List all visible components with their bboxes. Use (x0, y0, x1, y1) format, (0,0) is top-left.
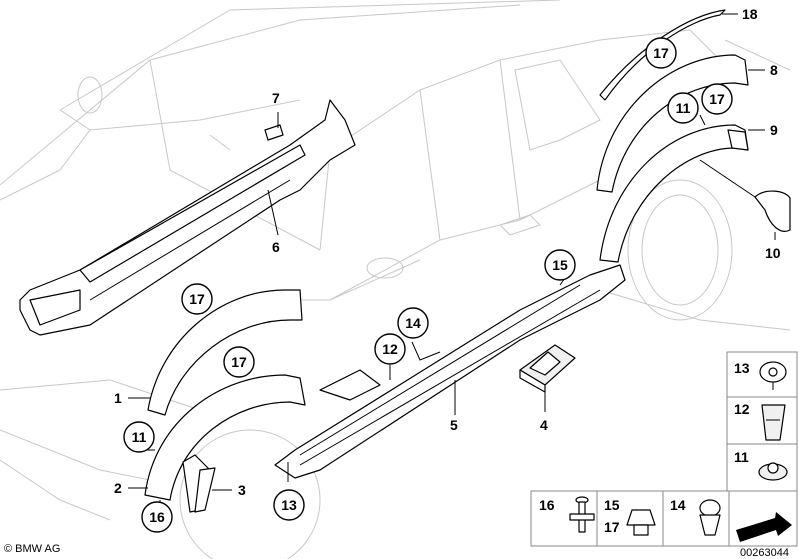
svg-text:15: 15 (552, 257, 568, 273)
svg-text:17: 17 (231, 354, 247, 370)
part-9-rear-arch-trim (599, 124, 749, 263)
legend-bottom-row: 16 15 17 14 (530, 490, 798, 547)
circle-callout-17-rear-top: 17 (645, 37, 677, 69)
legend-14: 14 (670, 497, 686, 513)
callout-4: 4 (540, 417, 548, 433)
legend-17: 17 (604, 519, 620, 535)
legend-15: 15 (604, 497, 620, 513)
callout-6: 6 (272, 239, 280, 255)
part-10-mudflap (754, 190, 791, 232)
circle-callout-11-rear: 11 (667, 92, 699, 124)
circle-callout-14: 14 (397, 307, 429, 339)
callout-3: 3 (238, 482, 246, 498)
legend-16: 16 (539, 497, 555, 513)
leader-10a (699, 159, 756, 198)
circle-callout-17-front-top: 17 (181, 283, 213, 315)
svg-text:14: 14 (405, 315, 421, 331)
screw-16-icon (569, 496, 595, 533)
callout-18: 18 (742, 6, 758, 22)
svg-text:11: 11 (676, 100, 691, 116)
part-6-sill-reinforcement (19, 99, 356, 336)
legend-13: 13 (734, 360, 750, 376)
callout-1: 1 (114, 390, 122, 406)
clip-13-icon (759, 361, 787, 390)
part-1-front-arch-trim (147, 289, 303, 416)
clip-12-icon (761, 404, 786, 441)
leader-14 (411, 341, 441, 361)
clip-15-17-icon (626, 509, 656, 536)
legend-12: 12 (734, 401, 750, 417)
svg-text:17: 17 (709, 91, 725, 107)
circle-callout-13: 13 (273, 489, 305, 521)
part-4-jack-pad (519, 344, 576, 393)
circle-callout-15: 15 (544, 249, 576, 281)
part-18-strip (599, 9, 726, 101)
circle-callout-17-front-mid: 17 (223, 346, 255, 378)
direction-arrow-icon (736, 512, 792, 542)
svg-text:17: 17 (653, 45, 669, 61)
callout-2: 2 (114, 480, 122, 496)
callout-7: 7 (272, 90, 280, 106)
svg-text:17: 17 (189, 291, 205, 307)
clip-11-icon (758, 462, 788, 481)
callout-10: 10 (765, 245, 781, 261)
clip-14-icon (699, 499, 721, 536)
leader-6 (267, 189, 279, 236)
legend-right-column: 13 12 11 (726, 351, 798, 492)
copyright-text: © BMW AG (4, 543, 60, 555)
drawing-number: 00263044 (740, 547, 789, 559)
part-2-front-arch-trim (144, 374, 306, 501)
part-8-rear-arch-trim (596, 54, 749, 193)
svg-text:12: 12 (382, 341, 398, 357)
part-3-bracket (182, 454, 216, 513)
leader-11b (699, 114, 706, 126)
callout-8: 8 (770, 62, 778, 78)
callout-5: 5 (450, 417, 458, 433)
circle-callout-16: 16 (141, 501, 173, 533)
circle-callout-17-rear-mid: 17 (701, 83, 733, 115)
svg-text:11: 11 (132, 429, 147, 445)
part-5-side-sill (274, 264, 626, 479)
svg-text:13: 13 (281, 497, 297, 513)
circle-callout-12: 12 (374, 333, 406, 365)
callout-9: 9 (770, 122, 778, 138)
svg-text:16: 16 (149, 509, 165, 525)
circle-callout-11-front: 11 (123, 421, 155, 453)
legend-11: 11 (734, 449, 749, 465)
